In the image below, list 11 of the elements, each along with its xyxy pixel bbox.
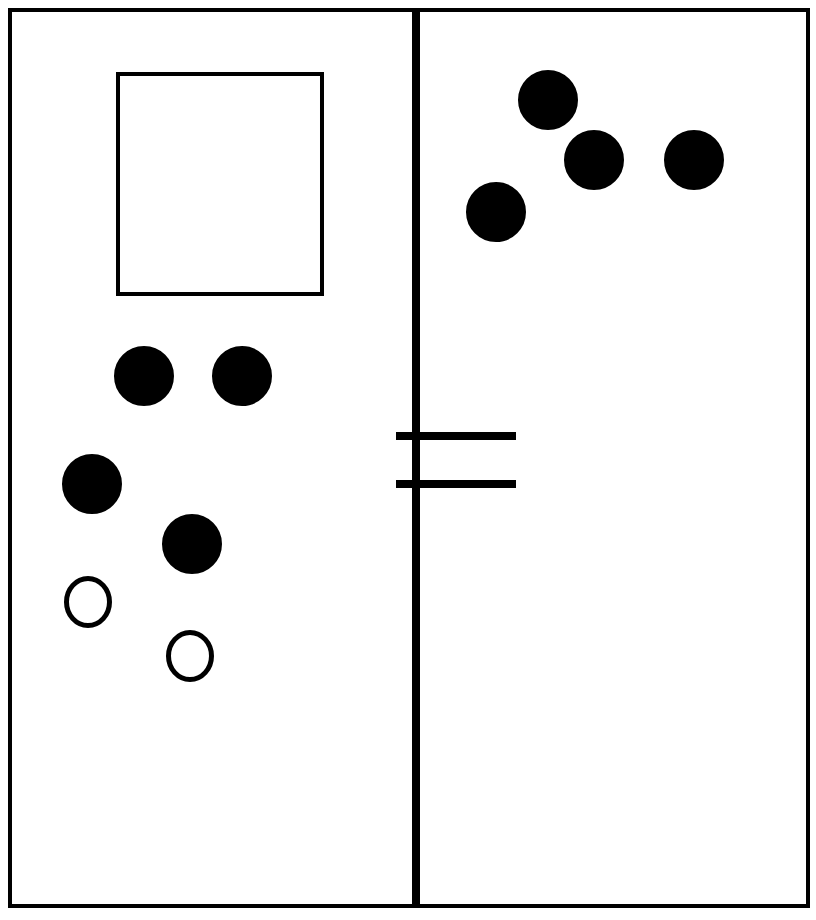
filled-dot (62, 454, 122, 514)
filled-dot (212, 346, 272, 406)
ring (64, 576, 112, 628)
filled-dot (518, 70, 578, 130)
filled-dot (466, 182, 526, 242)
window-frame (116, 72, 324, 296)
filled-dot (162, 514, 222, 574)
filled-dot (664, 130, 724, 190)
ring (166, 630, 214, 682)
filled-dot (564, 130, 624, 190)
filled-dot (114, 346, 174, 406)
